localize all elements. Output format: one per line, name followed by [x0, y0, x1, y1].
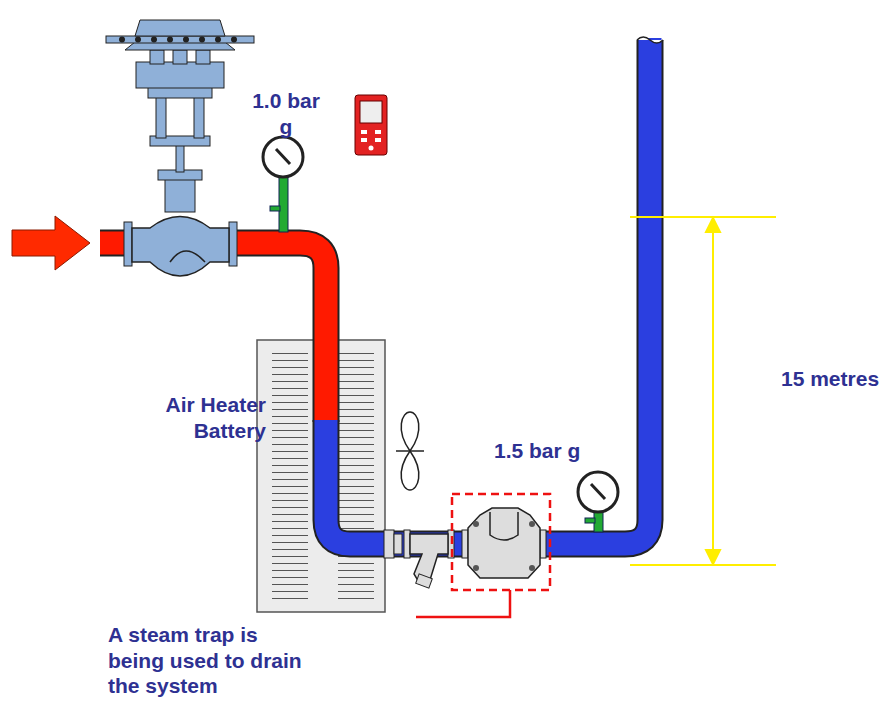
pipe-outline	[326, 40, 650, 544]
note-text: A steam trap is being used to drain the …	[108, 622, 316, 699]
steam-trap	[462, 508, 546, 578]
handheld-meter	[355, 95, 387, 155]
battery-fins	[272, 352, 308, 600]
pressure-gauge	[263, 137, 303, 232]
pipe-break	[637, 37, 663, 43]
dimension-label: 15 metres	[781, 366, 883, 392]
pressure-gauge	[578, 472, 618, 532]
pressure-label: 1.5 bar g	[494, 438, 604, 464]
component-label: Air Heater Battery	[118, 392, 266, 443]
pipe-union	[384, 530, 402, 558]
pressure-label: 1.0 bar g	[248, 88, 324, 139]
flow-arrow	[12, 216, 90, 270]
control-valve	[106, 20, 254, 276]
leader-line	[416, 590, 510, 617]
callout-box	[452, 494, 550, 590]
battery-fins	[338, 352, 374, 600]
strainer	[404, 530, 454, 588]
condensate-pipe	[326, 38, 650, 544]
fan-symbol	[396, 412, 424, 490]
dimension-line	[630, 217, 776, 565]
